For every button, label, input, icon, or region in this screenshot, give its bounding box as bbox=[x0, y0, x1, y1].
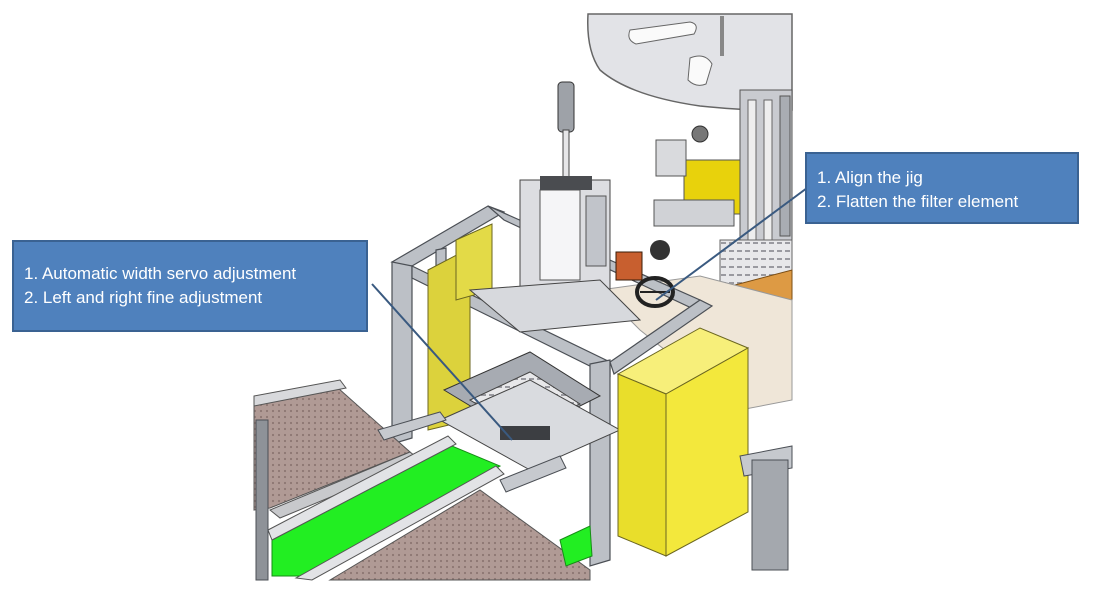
conveyor-tray bbox=[253, 379, 591, 581]
press-cylinder bbox=[468, 81, 642, 333]
yellow-guard-box bbox=[616, 327, 750, 557]
callout-right-line-2: 2. Flatten the filter element bbox=[817, 192, 1019, 211]
leader-line-right bbox=[655, 187, 808, 301]
handwheel bbox=[615, 240, 675, 308]
leader-line-left bbox=[371, 283, 513, 441]
base-rails bbox=[255, 411, 793, 581]
conveyor-belt bbox=[267, 435, 593, 581]
callout-right-line-1: 1. Align the jig bbox=[817, 168, 923, 187]
callout-width-adjustment: 1. Automatic width servo adjustment 2. L… bbox=[12, 240, 368, 332]
callout-align-flatten: 1. Align the jig 2. Flatten the filter e… bbox=[805, 152, 1079, 224]
callout-left-line-2: 2. Left and right fine adjustment bbox=[24, 288, 263, 307]
jig-fixture bbox=[438, 351, 622, 471]
rotary-turntable bbox=[587, 13, 793, 112]
callout-left-line-1: 1. Automatic width servo adjustment bbox=[24, 264, 297, 283]
